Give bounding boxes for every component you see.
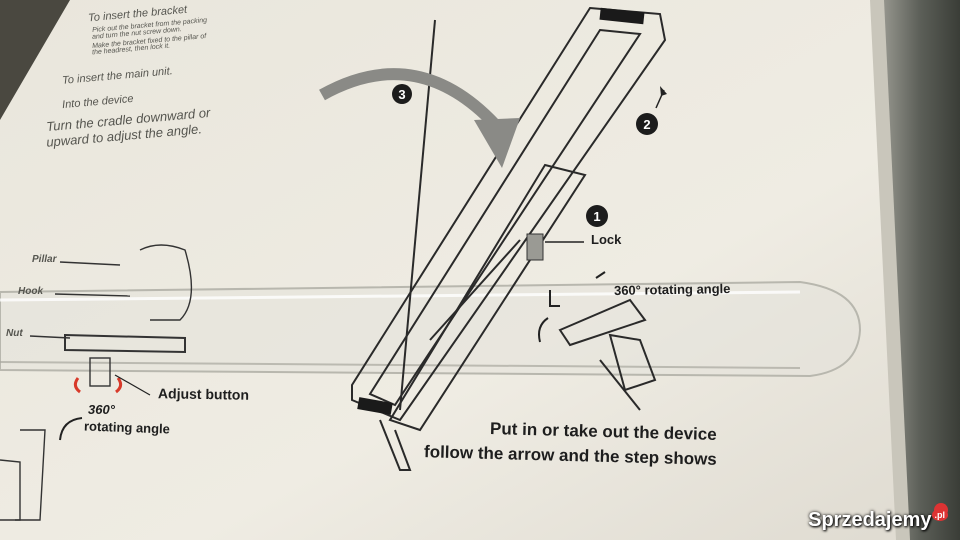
- svg-text:2: 2: [643, 117, 650, 132]
- label-360-rotating-angle: 360° rotating angle: [613, 280, 731, 299]
- adjust-rotation-red: [73, 377, 81, 394]
- label-nut: Nut: [6, 328, 23, 339]
- top-clamp-pad: [599, 7, 645, 25]
- label-angle-text: rotating angle: [83, 418, 171, 437]
- top-left-corner: [0, 0, 70, 120]
- label-hook: Hook: [18, 286, 43, 297]
- headrest-diagram: [0, 244, 193, 521]
- svg-text:1: 1: [593, 209, 600, 224]
- rotation-arrow-top: [549, 290, 560, 307]
- watermark-logo: Sprzedajemy.pl: [808, 509, 948, 532]
- curved-arrow: [319, 68, 505, 134]
- label-lock: Lock: [591, 232, 622, 247]
- step-1-marker: 1: [586, 205, 608, 227]
- rotation-arrow-side: [538, 317, 549, 343]
- step-3-marker: 3: [392, 84, 412, 104]
- bottom-clamp-pad: [357, 397, 393, 415]
- step-2-marker: 2: [636, 113, 658, 135]
- rotation-arrow-left: [59, 417, 83, 441]
- label-angle-degrees: 360°: [88, 402, 115, 417]
- lock-tab: [526, 233, 544, 261]
- svg-text:3: 3: [398, 87, 405, 102]
- label-adjust-button: Adjust button: [157, 385, 250, 403]
- label-pillar: Pillar: [32, 254, 57, 265]
- bracket-drawing: [351, 6, 667, 471]
